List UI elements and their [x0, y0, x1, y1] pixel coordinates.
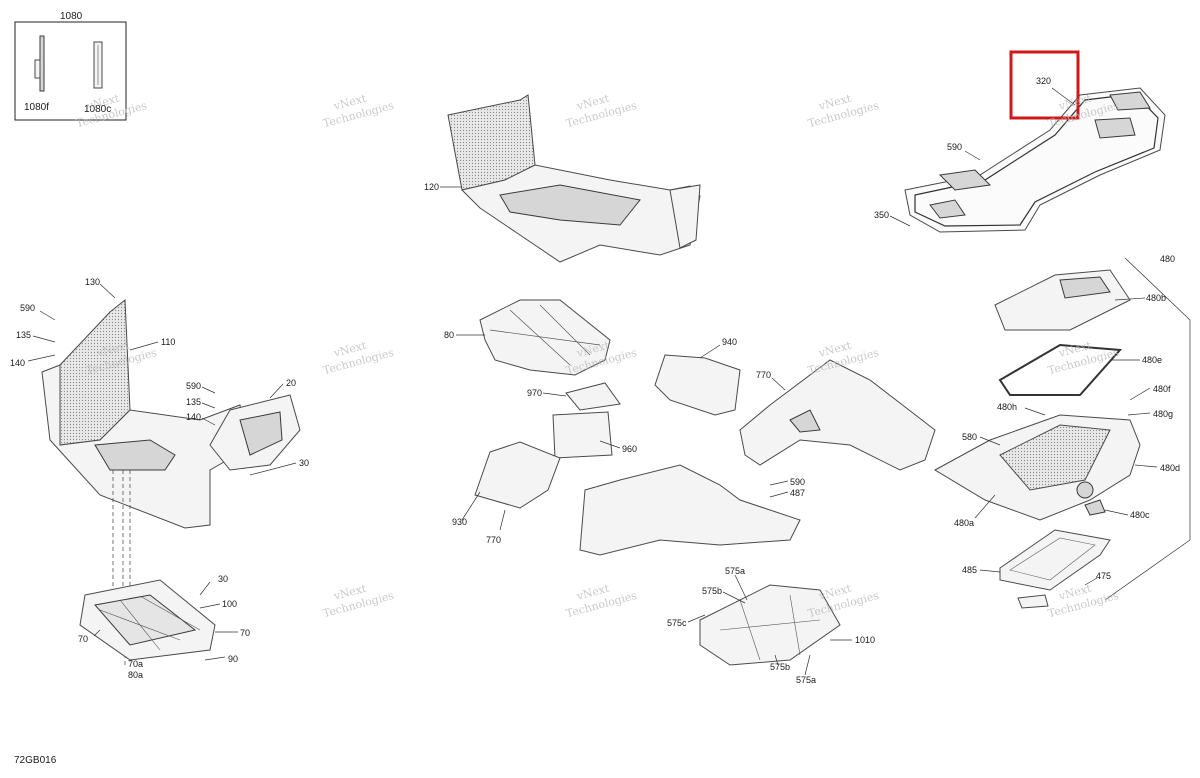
label-575c: 575c: [667, 618, 687, 628]
label-30-left: 30: [299, 458, 309, 468]
label-940: 940: [722, 337, 737, 347]
label-575a-top: 575a: [725, 566, 745, 576]
label-1010: 1010: [855, 635, 875, 645]
label-480h: 480h: [997, 402, 1017, 412]
label-575b-bottom: 575b: [770, 662, 790, 672]
part-940-bracket: [654, 354, 741, 416]
part-475-pad: [1017, 594, 1049, 609]
part-480b-lid: [994, 269, 1131, 331]
label-480: 480: [1160, 254, 1175, 264]
part-930-cover: [474, 441, 561, 509]
label-320: 320: [1036, 76, 1051, 86]
label-970: 970: [527, 388, 542, 398]
watermark: vNext Technologies: [807, 92, 881, 131]
label-475: 475: [1096, 571, 1111, 581]
label-575a-bottom: 575a: [796, 675, 816, 685]
watermark: vNext Technologies: [322, 339, 396, 378]
label-930: 930: [452, 517, 467, 527]
label-575b-top: 575b: [702, 586, 722, 596]
label-580: 580: [962, 432, 977, 442]
label-120: 120: [424, 182, 439, 192]
label-100: 100: [222, 599, 237, 609]
label-485: 485: [962, 565, 977, 575]
part-110-front-body: [41, 298, 301, 529]
part-80-support: [479, 299, 611, 376]
label-590-front: 590: [20, 303, 35, 313]
inset-1080: 1080 1080f 1080c: [14, 11, 127, 121]
label-140-mid: 140: [186, 412, 201, 422]
part-485-mat: [999, 529, 1111, 591]
highlight-box-320: [1009, 50, 1080, 120]
label-135-mid: 135: [186, 397, 201, 407]
label-480g: 480g: [1153, 409, 1173, 419]
label-480a: 480a: [954, 518, 974, 528]
label-70-left: 70: [78, 634, 88, 644]
label-480b: 480b: [1146, 293, 1166, 303]
part-480e-seal: [998, 343, 1123, 396]
inset-title: 1080: [60, 11, 83, 22]
label-770-right: 770: [756, 370, 771, 380]
label-70-right: 70: [240, 628, 250, 638]
label-480c: 480c: [1130, 510, 1150, 520]
part-320-rear-rack: [904, 87, 1166, 233]
part-1080f-icon: [34, 35, 45, 92]
part-1080c-icon: [93, 41, 103, 89]
label-487: 487: [790, 488, 805, 498]
label-770-left: 770: [486, 535, 501, 545]
part-960-panel: [552, 411, 613, 459]
watermark: vNext Technologies: [565, 92, 639, 131]
label-960: 960: [622, 444, 637, 454]
part-70-footrest: [79, 579, 216, 661]
label-480e: 480e: [1142, 355, 1162, 365]
label-80: 80: [444, 330, 454, 340]
watermark: vNext Technologies: [322, 92, 396, 131]
label-350: 350: [874, 210, 889, 220]
part-1010-skid: [699, 584, 841, 666]
diagram-code: 72GB016: [14, 755, 57, 766]
label-480f: 480f: [1153, 384, 1171, 394]
part-480c-clip: [1084, 499, 1106, 516]
label-590-mid: 590: [186, 381, 201, 391]
label-480d: 480d: [1160, 463, 1180, 473]
label-110: 110: [161, 337, 175, 347]
label-130: 130: [85, 277, 100, 287]
label-590-rack: 590: [947, 142, 962, 152]
label-135-left: 135: [16, 330, 31, 340]
part-970-panel: [565, 382, 621, 411]
label-20: 20: [286, 378, 296, 388]
watermark: vNext Technologies: [565, 582, 639, 621]
label-140-left: 140: [10, 358, 25, 368]
label-80a: 80a: [128, 670, 143, 680]
inset-item-1080f: 1080f: [24, 102, 49, 113]
label-90: 90: [228, 654, 238, 664]
inset-item-1080c: 1080c: [84, 104, 111, 115]
label-30-footrest: 30: [218, 574, 228, 584]
label-70a: 70a: [128, 659, 143, 669]
label-590-fender: 590: [790, 477, 805, 487]
part-front-fender: [579, 359, 936, 556]
watermark: vNext Technologies: [322, 582, 396, 621]
part-480a-box: [933, 414, 1141, 521]
part-120-body: [447, 94, 701, 263]
watermark: vNext Technologies: [1047, 339, 1121, 378]
